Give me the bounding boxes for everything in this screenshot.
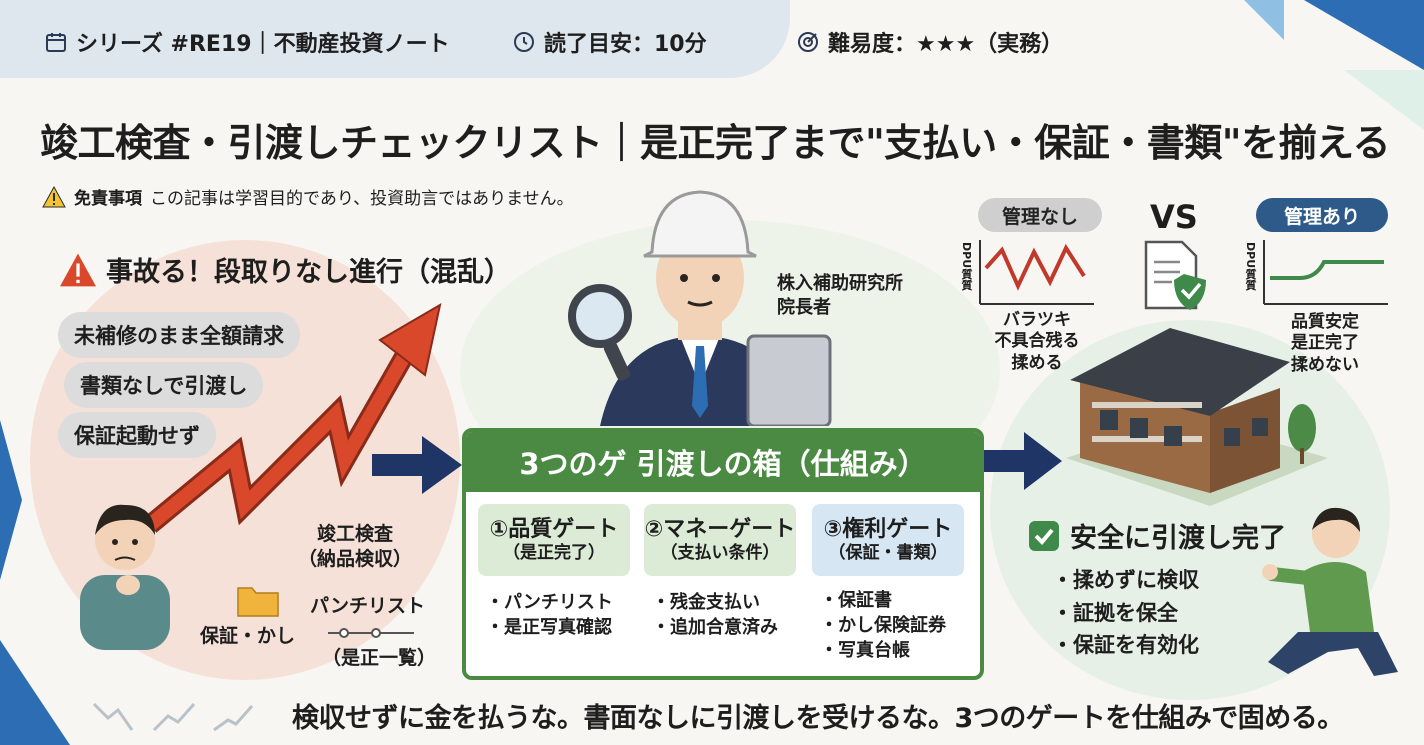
list-item: ・写真台帳: [820, 640, 910, 662]
inspection-label: 竣工検査 （納品検収）: [298, 523, 413, 570]
inspector-person-icon: [568, 190, 832, 426]
corner-decoration: [1304, 0, 1424, 70]
list-item: ・追加合意済み: [652, 617, 778, 639]
profile-label: 株入補助研究所 院長者: [777, 273, 903, 319]
corner-decoration: [1244, 0, 1284, 40]
problem-item: 保証起動せず: [58, 412, 216, 458]
rights-gate-items: ・保証書 ・かし保険証券 ・写真台帳: [820, 588, 946, 664]
mechanism-heading: 3つのゲ 引渡しの箱（仕組み）: [466, 432, 980, 492]
list-item: ・是正写真確認: [486, 617, 612, 639]
unstable-chart-icon: [979, 240, 1094, 305]
with-notes: 品質安定 是正完了 揉めない: [1291, 312, 1359, 375]
money-gate-items: ・残金支払い ・追加合意済み: [652, 590, 778, 640]
corner-decoration: [0, 640, 70, 745]
disclaimer-label: 免責事項: [74, 189, 142, 209]
list-item: ・揉めずに検収: [1052, 568, 1199, 592]
flow-arrow-icon: [372, 436, 462, 494]
chaos-arrow-icon: [143, 302, 442, 533]
corner-decoration: [1344, 70, 1424, 130]
without-notes: バラツキ 不具合残る 揉める: [994, 310, 1080, 373]
with-management-tag: 管理あり: [1256, 198, 1388, 232]
document-shield-icon: [1144, 240, 1206, 310]
warning-icon: [60, 253, 96, 286]
problem-item: 未補修のまま全額請求: [58, 312, 300, 358]
rights-gate: ③権利ゲート （保証・書類）: [812, 504, 964, 576]
list-item: ・証拠を保全: [1052, 600, 1178, 625]
warning-icon: [42, 185, 66, 207]
side-decoration: [0, 420, 22, 580]
difficulty-meta: 難易度：★★★（実務）: [796, 26, 1063, 58]
problem-heading: 事故る！段取りなし進行（混乱）: [58, 250, 511, 289]
series-text: シリーズ #RE19｜不動産投資ノート: [76, 32, 450, 57]
without-management-tag: 管理なし: [978, 198, 1102, 232]
result-list: ・揉めずに検収 ・証拠を保全 ・保証を有効化: [1052, 564, 1199, 662]
apartment-building-icon: [1066, 328, 1328, 506]
flow-arrow-icon: [982, 432, 1062, 490]
punchlist-label: パンチリスト: [310, 595, 425, 617]
money-gate: ②マネーゲート （支払い条件）: [644, 504, 796, 576]
clock-icon: [514, 32, 534, 52]
reading-time-meta: 読了目安：10分: [512, 26, 707, 58]
trend-icons: [92, 702, 254, 732]
disclaimer-text: この記事は学習目的であり、投資助言ではありません。: [150, 189, 574, 209]
relaxed-person-icon: [1262, 507, 1398, 676]
axis-label: DPU質質: [1244, 242, 1257, 291]
vs-label: VS: [1150, 198, 1198, 236]
axis-label: DPU質質: [960, 242, 973, 291]
list-item: ・残金支払い: [652, 592, 760, 613]
target-icon: [798, 32, 818, 52]
checkbox-icon: [1029, 520, 1059, 551]
warranty-label: 保証・かし: [200, 625, 296, 647]
difficulty-text: 難易度：★★★（実務）: [828, 32, 1064, 57]
punchlist-line-icon: [328, 628, 414, 638]
confused-person-icon: [80, 504, 170, 650]
folder-icon: [237, 587, 279, 617]
quality-gate-items: ・パンチリスト ・是正写真確認: [486, 590, 613, 640]
list-item: ・保証書: [820, 590, 892, 611]
page-title: 竣工検査・引渡しチェックリスト｜是正完了まで"支払い・保証・書類"を揃える: [40, 121, 1390, 165]
calendar-icon: [46, 33, 66, 52]
footer-message: 検収せずに金を払うな。書面なしに引渡しを受けるな。3つのゲートを仕組みで固める。: [292, 703, 1344, 734]
quality-gate: ①品質ゲート （是正完了）: [478, 504, 630, 576]
disclaimer: 免責事項 この記事は学習目的であり、投資助言ではありません。: [42, 184, 574, 209]
list-item: ・パンチリスト: [486, 592, 613, 613]
stable-chart-icon: [1263, 240, 1388, 305]
series-meta: シリーズ #RE19｜不動産投資ノート: [44, 26, 450, 58]
reading-time-text: 読了目安：10分: [544, 32, 707, 57]
header-strip: [0, 0, 790, 78]
punchlist-sub-label: （是正一覧）: [322, 647, 437, 669]
problem-item: 書類なしで引渡し: [64, 362, 264, 408]
list-item: ・かし保険証券: [820, 615, 946, 637]
list-item: ・保証を有効化: [1052, 633, 1199, 658]
result-heading: 安全に引渡し完了: [1028, 516, 1286, 555]
